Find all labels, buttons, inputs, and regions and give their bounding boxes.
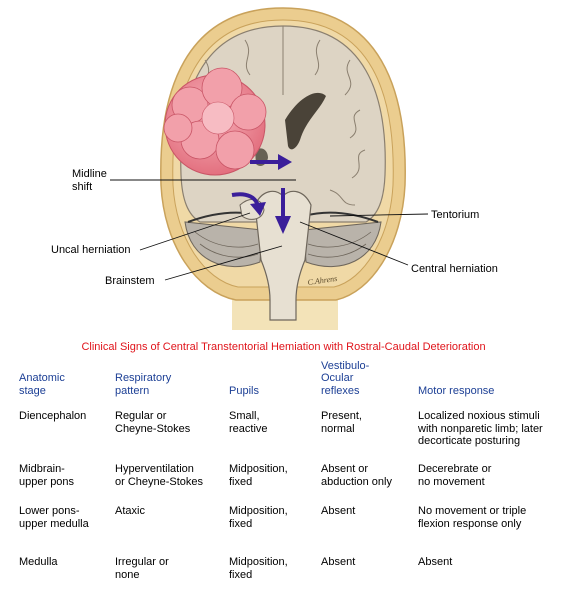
brain-herniation-illustration: C.Ahrens — [110, 7, 429, 330]
table-cell: Hyperventilation or Cheyne-Stokes — [115, 463, 204, 488]
artist-signature: C.Ahrens — [307, 274, 338, 287]
table-cell: No movement or triple flexion response o… — [418, 505, 527, 530]
table-cell: Absent — [321, 505, 356, 517]
label-brainstem: Brainstem — [105, 275, 155, 287]
table-cell: Ataxic — [115, 505, 145, 517]
table-cell: Diencephalon — [19, 410, 87, 422]
uncal-herniation-arrowhead — [250, 202, 266, 216]
label-midline-shift: Midline shift — [72, 168, 107, 193]
table-cell: Medulla — [19, 556, 58, 568]
cerebellum-right — [303, 221, 382, 267]
cerebellum-folia — [194, 231, 372, 258]
table-cell: Irregular or none — [115, 556, 169, 581]
column-header: Pupils — [229, 384, 259, 397]
table-cell: Localized noxious stimuli with nonpareti… — [418, 410, 543, 447]
table-cell: Midposition, fixed — [229, 556, 288, 581]
column-header: Respiratory pattern — [115, 372, 172, 397]
brainstem — [254, 190, 312, 321]
lateral-ventricle-right — [285, 92, 326, 150]
table-cell: Absent — [418, 556, 453, 568]
column-header: Vestibulo- Ocular reflexes — [321, 359, 370, 397]
label-central-herniation: Central herniation — [411, 263, 498, 275]
table-cell: Midposition, fixed — [229, 463, 288, 488]
central-herniation-arrowhead — [275, 216, 291, 234]
table-cell: Regular or Cheyne-Stokes — [115, 410, 191, 435]
column-header: Anatomic stage — [19, 372, 65, 397]
table-cell: Absent or abduction only — [321, 463, 392, 488]
table-cell: Present, normal — [321, 410, 362, 435]
herniation-arrows — [231, 154, 292, 234]
label-uncal-herniation: Uncal herniation — [51, 244, 131, 256]
table-cell: Decerebrate or no movement — [418, 463, 492, 488]
table-cell: Midbrain- upper pons — [19, 463, 75, 488]
table-cell: Midposition, fixed — [229, 505, 288, 530]
tumor-mass — [163, 67, 267, 176]
label-tentorium: Tentorium — [431, 209, 480, 221]
table-cell: Lower pons- upper medulla — [19, 505, 89, 530]
table-title: Clinical Signs of Central Transtentorial… — [81, 341, 486, 353]
table-cell: Small, reactive — [229, 410, 268, 435]
midline-shift-arrowhead — [278, 154, 292, 170]
table-cell: Absent — [321, 556, 356, 568]
column-header: Motor response — [418, 384, 495, 397]
leader-lines — [110, 179, 429, 281]
